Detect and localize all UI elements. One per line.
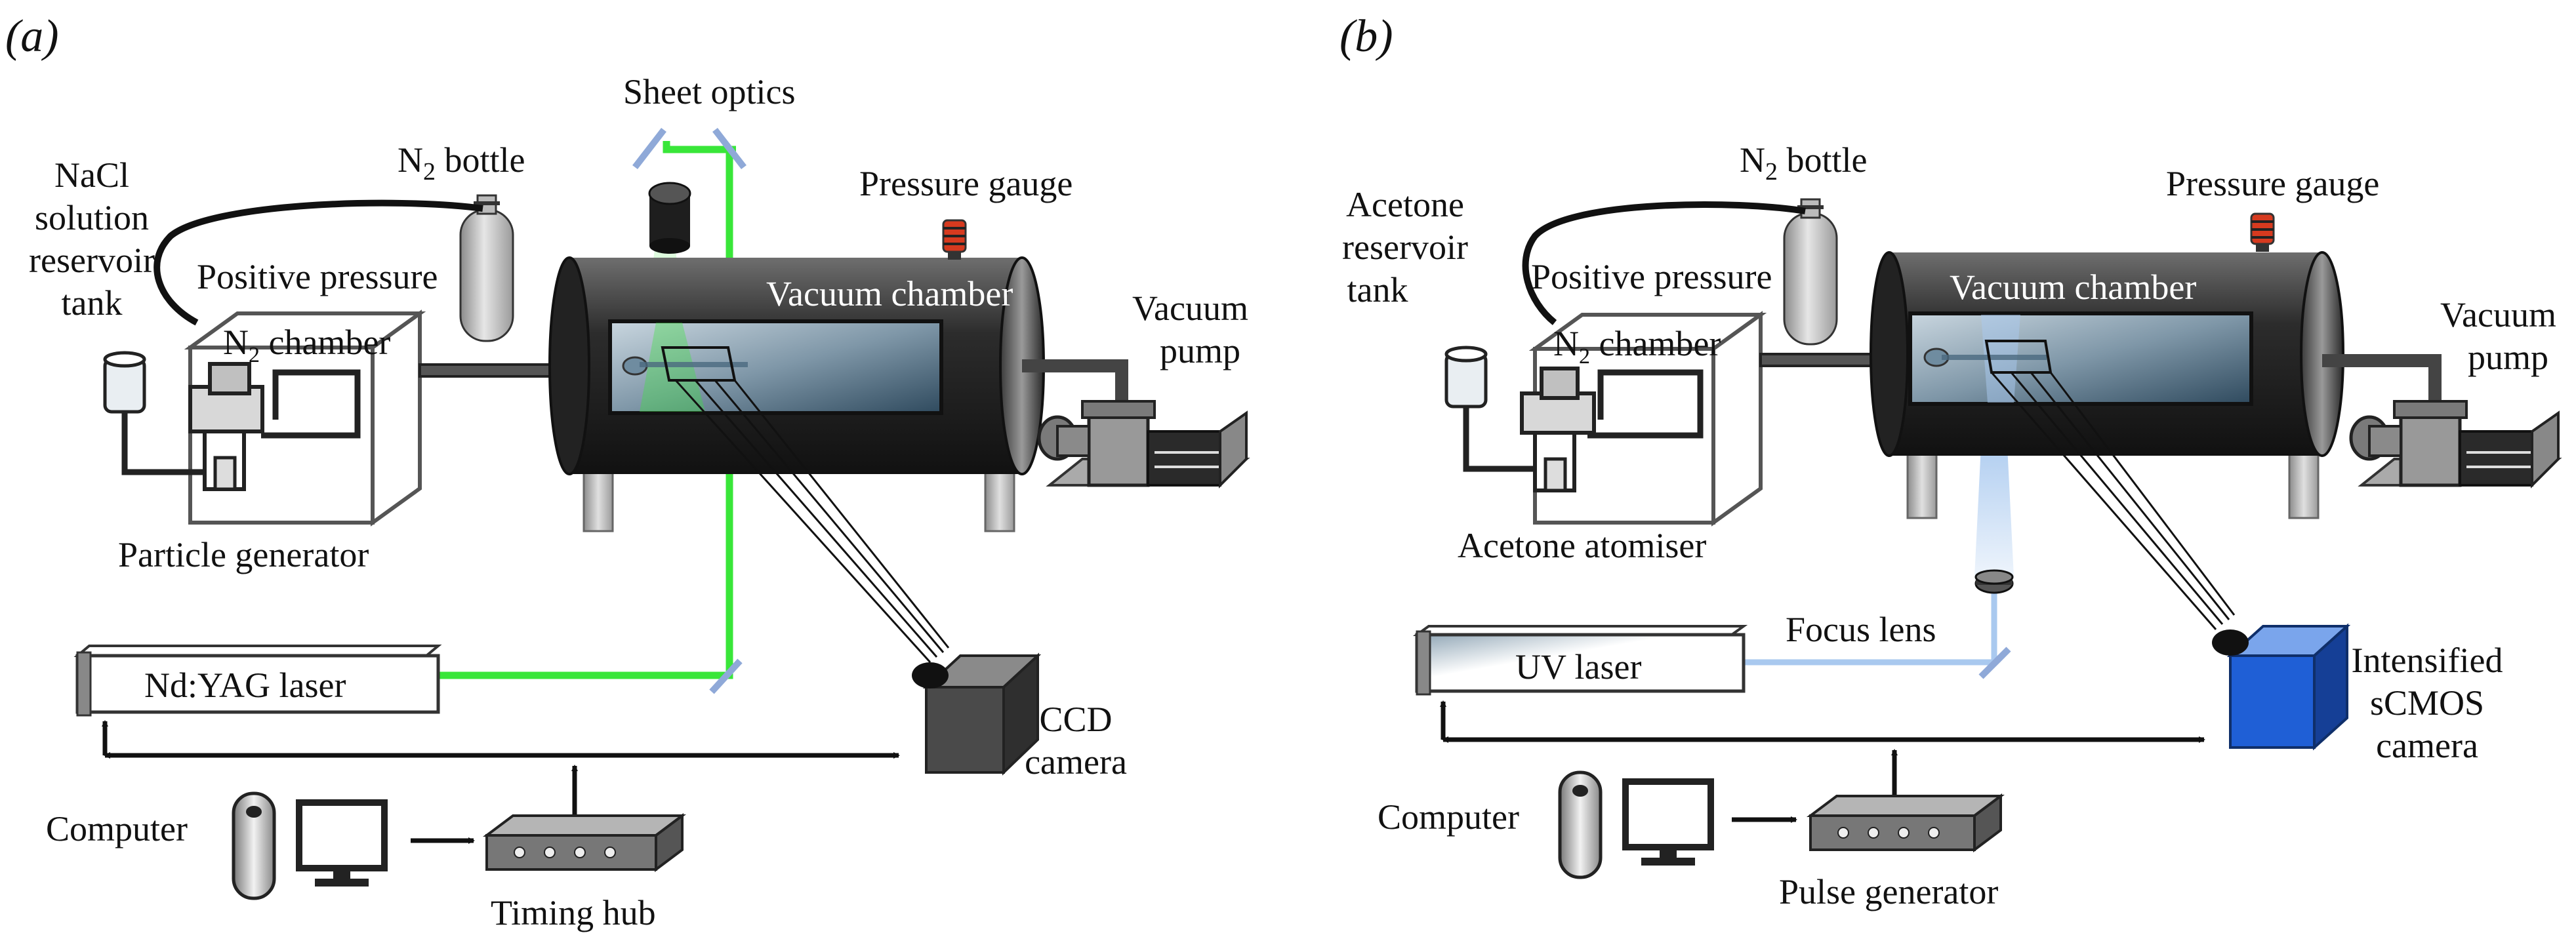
n2-chamber-label-b: N2 chamber bbox=[1553, 324, 1721, 369]
positive-pressure-label: Positive pressure bbox=[197, 257, 438, 296]
uv-laser: UV laser bbox=[1412, 625, 1748, 696]
vacuum-pump: Vacuum pump bbox=[1022, 289, 1250, 488]
positive-pressure-label-b: Positive pressure bbox=[1531, 257, 1772, 296]
pulse-generator-label: Pulse generator bbox=[1779, 872, 1998, 911]
ccd-camera: CCD camera bbox=[912, 652, 1127, 782]
uv-mirror bbox=[1978, 647, 2011, 679]
n2-bottle-label-b: N2 bottle bbox=[1740, 140, 1867, 186]
laser-label: Nd:YAG laser bbox=[144, 666, 346, 705]
scmos-camera: Intensified sCMOS camera bbox=[2212, 623, 2503, 765]
svg-text:tank: tank bbox=[1347, 270, 1408, 309]
svg-text:pump: pump bbox=[1160, 331, 1240, 370]
uv-laser-beam: Focus lens bbox=[1744, 446, 2014, 679]
n2-chamber-label: N2 chamber bbox=[223, 323, 390, 367]
n2-hose bbox=[153, 199, 483, 326]
particle-generator: N2 chamber Particle generator bbox=[103, 309, 426, 574]
acetone-atomiser-label: Acetone atomiser bbox=[1458, 526, 1706, 565]
svg-text:pump: pump bbox=[2468, 338, 2548, 377]
panel-b-label: (b) bbox=[1339, 11, 1393, 62]
vacuum-pump-b: Vacuum pump bbox=[2322, 295, 2562, 488]
uv-laser-label: UV laser bbox=[1515, 647, 1641, 687]
optics-mirror-left bbox=[632, 127, 666, 170]
svg-text:Vacuum: Vacuum bbox=[2440, 295, 2556, 334]
camera-view-lines-b bbox=[1990, 372, 2236, 630]
ndyag-laser: Nd:YAG laser bbox=[73, 645, 442, 717]
bottom-mirror bbox=[709, 658, 743, 694]
computer-monitor bbox=[296, 799, 388, 871]
chamber-leg-b bbox=[1906, 445, 1938, 519]
focus-lens bbox=[1974, 569, 2014, 594]
pressure-gauge: Pressure gauge bbox=[859, 164, 1073, 260]
acetone-atomiser: N2 chamber Acetone atomiser bbox=[1444, 311, 1767, 565]
cylindrical-lens bbox=[648, 182, 691, 254]
svg-text:reservoir: reservoir bbox=[1342, 228, 1468, 267]
particle-generator-label: Particle generator bbox=[118, 535, 369, 574]
svg-text:NaCl: NaCl bbox=[54, 155, 129, 195]
computer-monitor-b bbox=[1622, 778, 1714, 850]
pulse-generator: Pulse generator bbox=[1779, 793, 2005, 911]
svg-text:CCD: CCD bbox=[1039, 700, 1112, 739]
n2-hose-b bbox=[1522, 201, 1806, 325]
computer-tower-b bbox=[1558, 770, 1603, 879]
svg-text:sCMOS: sCMOS bbox=[2370, 683, 2484, 723]
svg-text:camera: camera bbox=[1025, 742, 1127, 782]
n2-bottle-label: N2 bottle bbox=[398, 140, 525, 186]
svg-text:Vacuum: Vacuum bbox=[1132, 289, 1248, 328]
n2-bottle-b: N2 bottle bbox=[1740, 140, 1867, 346]
svg-text:Acetone: Acetone bbox=[1346, 185, 1464, 224]
reservoir-label: NaCl solution reservoir tank bbox=[29, 155, 155, 323]
panel-b: (b) Focus lens N2 bottle Acetone reservo… bbox=[1339, 11, 2562, 911]
svg-text:solution: solution bbox=[35, 198, 149, 237]
panel-a: (a) Sheet optics N2 bottle bbox=[5, 11, 1250, 932]
computer: Computer bbox=[46, 791, 388, 900]
vacuum-chamber-label-b: Vacuum chamber bbox=[1950, 268, 2196, 307]
n2-bottle: N2 bottle bbox=[398, 140, 525, 342]
reservoir-label-b: Acetone reservoir tank bbox=[1342, 185, 1468, 309]
svg-text:tank: tank bbox=[62, 283, 123, 323]
pressure-gauge-label-b: Pressure gauge bbox=[2166, 164, 2379, 203]
vacuum-chamber: Vacuum chamber bbox=[548, 256, 1045, 475]
computer-b: Computer bbox=[1378, 770, 1714, 879]
timing-hub: Timing hub bbox=[483, 813, 686, 932]
sheet-optics: Sheet optics bbox=[623, 72, 795, 694]
chamber-leg-b bbox=[2288, 445, 2320, 519]
computer-tower bbox=[232, 791, 276, 900]
svg-text:Intensified: Intensified bbox=[2352, 641, 2503, 680]
timing-lines bbox=[102, 720, 900, 844]
camera-view-lines bbox=[674, 379, 950, 664]
timing-hub-label: Timing hub bbox=[491, 893, 656, 932]
vacuum-chamber-label: Vacuum chamber bbox=[766, 274, 1013, 313]
sheet-optics-label: Sheet optics bbox=[623, 72, 795, 111]
svg-text:reservoir: reservoir bbox=[29, 241, 155, 280]
optics-mirror-right bbox=[712, 127, 746, 170]
computer-label-b: Computer bbox=[1378, 797, 1519, 837]
panel-a-label: (a) bbox=[5, 11, 59, 62]
timing-lines-b bbox=[1440, 700, 2205, 823]
pressure-gauge-label: Pressure gauge bbox=[859, 164, 1073, 203]
pressure-gauge-b: Pressure gauge bbox=[2166, 164, 2379, 252]
computer-label: Computer bbox=[46, 809, 188, 848]
vacuum-chamber-b: Vacuum chamber bbox=[1870, 251, 2344, 457]
svg-text:camera: camera bbox=[2376, 726, 2478, 765]
focus-lens-label: Focus lens bbox=[1786, 610, 1936, 649]
